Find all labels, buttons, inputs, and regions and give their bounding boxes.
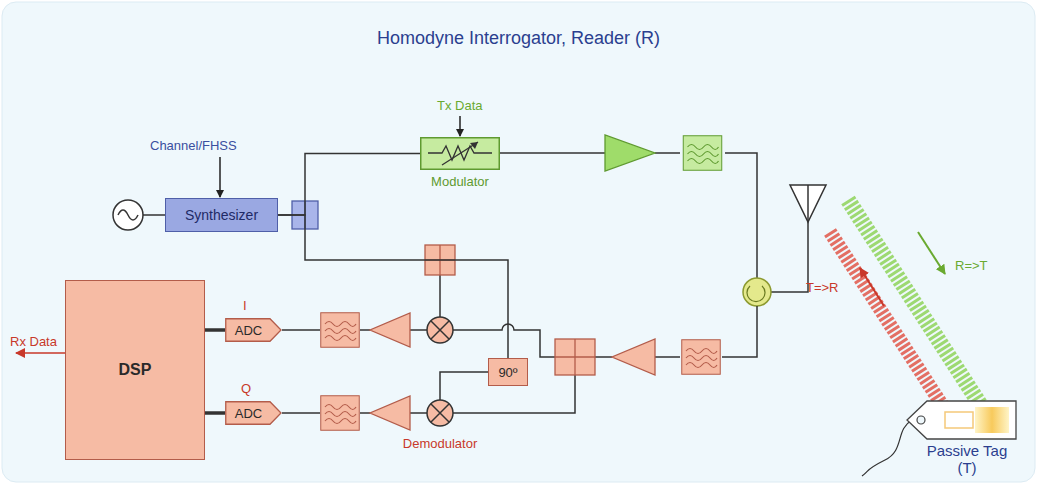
passive-tag: Passive Tag (T): [905, 400, 1018, 440]
antenna-symbol: [807, 185, 809, 222]
antenna-symbol: [790, 185, 826, 222]
if-amplifier: [370, 313, 410, 347]
signal-label: Channel/FHSS: [150, 138, 237, 153]
signal-label: Q: [241, 381, 251, 396]
receive-chain: [722, 306, 757, 357]
if-filter: [321, 313, 360, 348]
tx-amplifier: [605, 135, 655, 171]
circulator-symbol: [743, 278, 771, 306]
adc-outline: [226, 402, 281, 425]
oscillator-symbol: [113, 200, 165, 230]
signal-label: Demodulator: [403, 436, 477, 451]
tag-wire: [862, 420, 912, 476]
receive-chain: [453, 324, 555, 357]
dsp-box: DSP: [65, 280, 205, 460]
tag-caption: Passive Tag (T): [919, 442, 1015, 476]
transmit-chain: [655, 152, 680, 154]
block-caption: Modulator: [431, 174, 489, 189]
synthesizer-box: Synthesizer: [165, 198, 278, 232]
mixer-symbol: [431, 321, 449, 339]
tag-chip: [975, 407, 1009, 433]
transmit-chain: [500, 153, 757, 278]
oscillator-symbol: [113, 200, 143, 230]
rx-filter: [682, 340, 721, 375]
transmit-chain: [500, 152, 605, 154]
if-filter: [321, 396, 360, 431]
mixer-symbol: [427, 317, 453, 426]
receive-chain: [655, 356, 680, 358]
radio-waves: [848, 200, 985, 412]
radio-waves: [830, 200, 985, 425]
signal-label: Rx Data: [10, 334, 57, 349]
rf-splitter: [555, 339, 595, 375]
oscillator-symbol: [118, 210, 138, 220]
box-label: Synthesizer: [185, 207, 258, 223]
tag-antenna-trace: [945, 412, 973, 428]
circulator-symbol: [747, 286, 765, 302]
adc-label: ADC: [235, 406, 262, 421]
adc-block: ADC: [225, 318, 282, 342]
receive-chain: [410, 412, 427, 414]
adc-label: ADC: [235, 323, 262, 338]
mixer-symbol: [431, 404, 449, 422]
receive-chain: [595, 356, 612, 358]
resistor-arrow: [442, 142, 478, 165]
receive-chain: [440, 372, 488, 400]
tag-hole: [917, 416, 925, 424]
rx-amplifier: [612, 339, 655, 375]
receive-chain: [282, 329, 320, 331]
control-arrows: [219, 157, 221, 197]
signal-label: R=>T: [955, 258, 988, 273]
signal-wire: [278, 154, 420, 216]
receive-chain: [439, 275, 441, 317]
if-amplifier: [370, 396, 410, 430]
antenna-symbol: [771, 185, 826, 292]
radio-waves: [830, 232, 955, 425]
rf-splitter: [555, 356, 595, 357]
modulator-outline: [421, 138, 500, 170]
receive-chain: [282, 412, 320, 414]
box-label: DSP: [119, 361, 152, 379]
phase-shifter-box: 90º: [488, 358, 528, 386]
mixer-symbol: [427, 400, 453, 426]
adc-block: ADC: [225, 401, 282, 425]
resistor-arrowhead: [470, 142, 478, 149]
control-arrows: [459, 116, 461, 136]
radio-waves: [918, 232, 945, 274]
signal-wire: [205, 328, 225, 332]
signal-wire: [205, 411, 225, 415]
signal-label: T=>R: [806, 280, 839, 295]
box-label: 90º: [498, 365, 517, 380]
signal-label: Tx Data: [437, 98, 483, 113]
oscillator-symbol: [143, 214, 165, 216]
tag-outline: [907, 401, 1016, 439]
signal-label: I: [243, 298, 247, 313]
antenna-symbol: [771, 222, 808, 292]
adc-outline: [226, 319, 281, 342]
rf-splitter: [555, 339, 595, 375]
circulator-symbol: [743, 278, 771, 306]
receive-chain: [410, 329, 427, 331]
variable-resistor-symbol: [420, 137, 500, 170]
signal-wire: [278, 215, 508, 358]
transmit-chain: [725, 153, 757, 278]
if-amplifier: [370, 313, 410, 430]
rx-data-arrow: [16, 352, 65, 354]
radio-waves: [860, 268, 884, 306]
tx-filter: [683, 136, 722, 171]
receive-chain: [282, 275, 757, 413]
mixer-symbol: [427, 317, 453, 343]
modulator-block: Modulator: [420, 137, 500, 170]
tag-outline-svg: [905, 400, 1018, 440]
diagram-title: Homodyne Interrogator, Reader (R): [0, 28, 1037, 49]
